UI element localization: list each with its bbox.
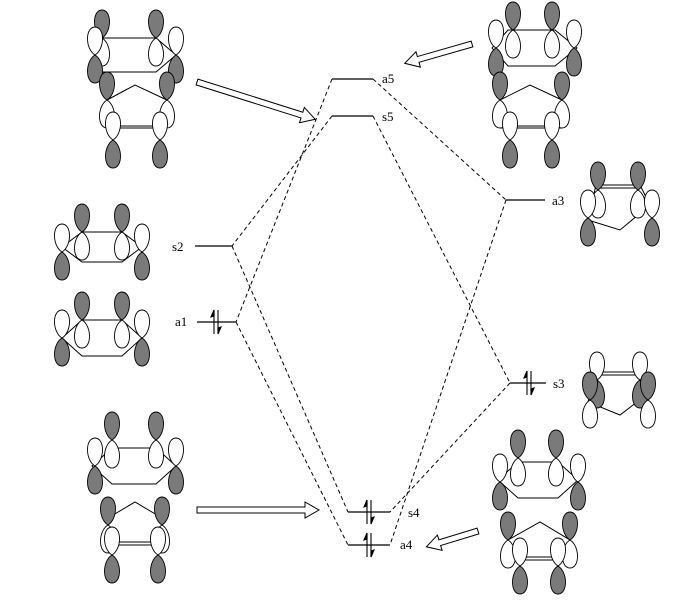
orbital-top-right-upper (488, 1, 582, 77)
orbital-s2 (54, 203, 150, 281)
orbital-a1 (54, 291, 150, 367)
orbital-top-right-lower (492, 71, 570, 169)
arrow-to-s4 (196, 501, 321, 519)
label-s5: s5 (382, 109, 394, 124)
label-a1: a1 (175, 314, 187, 329)
electron-pair-s4 (363, 499, 375, 525)
line-s3-s4 (389, 382, 511, 513)
line-s5-s3 (372, 115, 511, 384)
label-s2: s2 (172, 239, 184, 254)
correlation-lines (231, 78, 511, 546)
electron-pair-a1 (210, 309, 222, 335)
orbital-bottom-right-lower (500, 511, 578, 595)
orbital-top-left-upper (87, 9, 184, 84)
electron-pairs (210, 309, 535, 558)
arrow-to-s5 (195, 78, 317, 124)
line-s5-s2 (231, 115, 333, 247)
level-labels: a5 s5 s2 a1 a3 s3 s4 a4 (172, 71, 565, 552)
label-a3: a3 (552, 193, 564, 208)
orbital-s3 (582, 351, 656, 429)
orbital-bottom-left-lower (100, 496, 170, 584)
orbital-a3 (580, 161, 660, 247)
line-a5-a3 (372, 78, 507, 201)
electron-pair-a4 (363, 532, 375, 558)
arrow-to-a5 (403, 40, 474, 68)
label-s4: s4 (408, 505, 420, 520)
orbital-top-left-lower (99, 71, 175, 169)
label-a4: a4 (400, 537, 413, 552)
orbital-bottom-left-upper (87, 411, 184, 495)
line-s2-s4 (231, 245, 349, 513)
line-a5-a1 (235, 78, 333, 323)
orbital-bottom-right-upper (492, 429, 586, 511)
arrow-to-a4 (425, 527, 480, 552)
label-s3: s3 (553, 376, 565, 391)
pointer-arrows (195, 40, 480, 552)
energy-levels (195, 78, 546, 546)
label-a5: a5 (382, 71, 394, 86)
electron-pair-s3 (523, 370, 535, 396)
line-a3-a4 (389, 199, 507, 546)
